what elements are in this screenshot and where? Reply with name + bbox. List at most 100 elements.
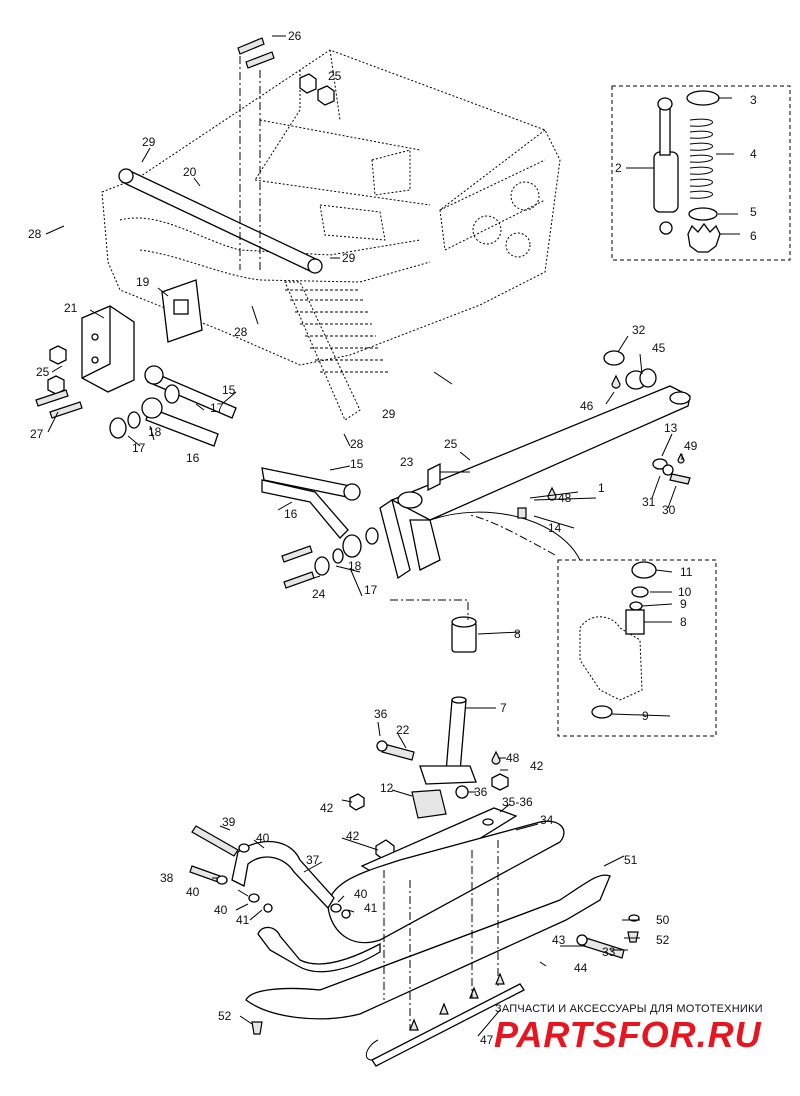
- callout-18-lower: 18: [348, 559, 362, 573]
- link-16-lower: [261, 479, 349, 539]
- callout-40-a: 40: [256, 831, 270, 845]
- callout-16-lower: 16: [284, 507, 298, 521]
- ski-51: [245, 874, 611, 1020]
- bolt-22: [376, 740, 415, 761]
- wear-pad-12: [411, 789, 447, 819]
- bushing-8: [451, 616, 477, 653]
- leader-lines: [45, 35, 740, 1037]
- watermark-caption: ЗАПЧАСТИ И АКСЕССУАРЫ ДЛЯ МОТОТЕХНИКИ: [495, 1003, 763, 1015]
- handle-37: [231, 840, 335, 910]
- callout-52-right: 52: [656, 933, 670, 947]
- callout-30: 30: [662, 503, 676, 517]
- callout-36-mid: 36: [474, 785, 488, 799]
- callout-35-36: 35-36: [502, 795, 533, 809]
- callout-15-lower: 15: [350, 457, 364, 471]
- callout-28-left: 28: [28, 227, 42, 241]
- callout-3: 3: [750, 93, 757, 107]
- callout-45: 45: [652, 341, 666, 355]
- nuts-25-left: [47, 345, 67, 395]
- callout-32: 32: [632, 323, 646, 337]
- callout-38: 38: [160, 871, 174, 885]
- callout-1: 1: [598, 481, 605, 495]
- bolts-26: [237, 37, 275, 270]
- callout-23: 23: [400, 455, 414, 469]
- callout-25-top: 25: [328, 69, 342, 83]
- callout-15-upper: 15: [222, 383, 236, 397]
- callout-20: 20: [183, 165, 197, 179]
- callout-33: 33: [602, 945, 616, 959]
- callout-28-center: 28: [234, 325, 248, 339]
- callout-48-upper: 48: [558, 491, 572, 505]
- bracket-21: [81, 305, 135, 393]
- callout-12: 12: [380, 781, 394, 795]
- spindle-inset: [557, 559, 717, 737]
- grease-fittings: [491, 374, 685, 765]
- callout-42-mid: 42: [346, 829, 360, 843]
- callout-29-lower: 29: [382, 407, 396, 421]
- washers-32-45: [603, 350, 657, 390]
- callout-49: 49: [684, 439, 698, 453]
- bracket-23: [427, 462, 441, 492]
- callout-16-upper: 16: [186, 451, 200, 465]
- callout-7: 7: [500, 701, 507, 715]
- callout-31: 31: [642, 495, 656, 509]
- callout-21: 21: [64, 301, 78, 315]
- callout-14: 14: [548, 521, 562, 535]
- trailing-arm-1: [379, 385, 691, 580]
- callout-47: 47: [480, 1033, 494, 1047]
- callout-11: 11: [680, 565, 693, 579]
- callout-25-mid: 25: [444, 437, 458, 451]
- callout-17-upper: 17: [210, 401, 224, 415]
- callout-39: 39: [222, 815, 236, 829]
- callout-29-top: 29: [142, 135, 156, 149]
- nuts-25-top: [299, 73, 335, 106]
- callout-36-top: 36: [374, 707, 388, 721]
- callout-17-lower: 17: [364, 583, 378, 597]
- bolts-24: [281, 545, 315, 589]
- callout-26: 26: [288, 29, 302, 43]
- callout-41-a: 41: [236, 913, 250, 927]
- hardware-13-31-30: [652, 458, 691, 485]
- bushings-17-18: [109, 384, 180, 439]
- callout-50: 50: [656, 913, 670, 927]
- ski-spindle-34: [327, 820, 565, 944]
- callout-51: 51: [624, 853, 638, 867]
- callout-19: 19: [136, 275, 150, 289]
- callout-22: 22: [396, 723, 410, 737]
- link-15-lower: [261, 467, 361, 501]
- callout-37: 37: [306, 853, 320, 867]
- callout-17-left: 17: [132, 441, 146, 455]
- callout-27: 27: [30, 427, 44, 441]
- bolt-52-left: [251, 1021, 263, 1035]
- callout-46: 46: [580, 399, 594, 413]
- nut-36: [455, 785, 469, 799]
- callout-25-left: 25: [36, 365, 50, 379]
- callout-34: 34: [540, 813, 554, 827]
- callout-6: 6: [750, 229, 757, 243]
- callout-4: 4: [750, 147, 757, 161]
- callout-43: 43: [552, 933, 566, 947]
- watermark-logo[interactable]: PARTSFOR.RU: [494, 1014, 762, 1055]
- link-16-upper: [141, 397, 219, 447]
- callout-labels: 1 2 3 4 5 6 7 8 8 9 9 10 11 12 13 14 15 …: [28, 29, 757, 1047]
- callout-9-inset-bottom: 9: [642, 709, 649, 723]
- upper-link-20: [118, 168, 323, 274]
- callout-5: 5: [750, 205, 757, 219]
- callout-48-lower: 48: [506, 751, 520, 765]
- callout-29-mid: 29: [342, 251, 356, 265]
- callout-42-left: 42: [320, 801, 334, 815]
- bolts-27: [35, 389, 83, 419]
- link-15-upper: [144, 365, 237, 419]
- callout-10: 10: [678, 585, 692, 599]
- callout-9-inset-top: 9: [680, 597, 687, 611]
- callout-52-left: 52: [218, 1009, 232, 1023]
- callout-2: 2: [615, 161, 622, 175]
- callout-41-b: 41: [364, 901, 378, 915]
- center-shock: [284, 281, 388, 421]
- callout-40-c: 40: [214, 903, 228, 917]
- callout-44: 44: [574, 961, 588, 975]
- callout-40-b: 40: [186, 885, 200, 899]
- callout-8-inset: 8: [680, 615, 687, 629]
- shock-inset: [611, 85, 791, 261]
